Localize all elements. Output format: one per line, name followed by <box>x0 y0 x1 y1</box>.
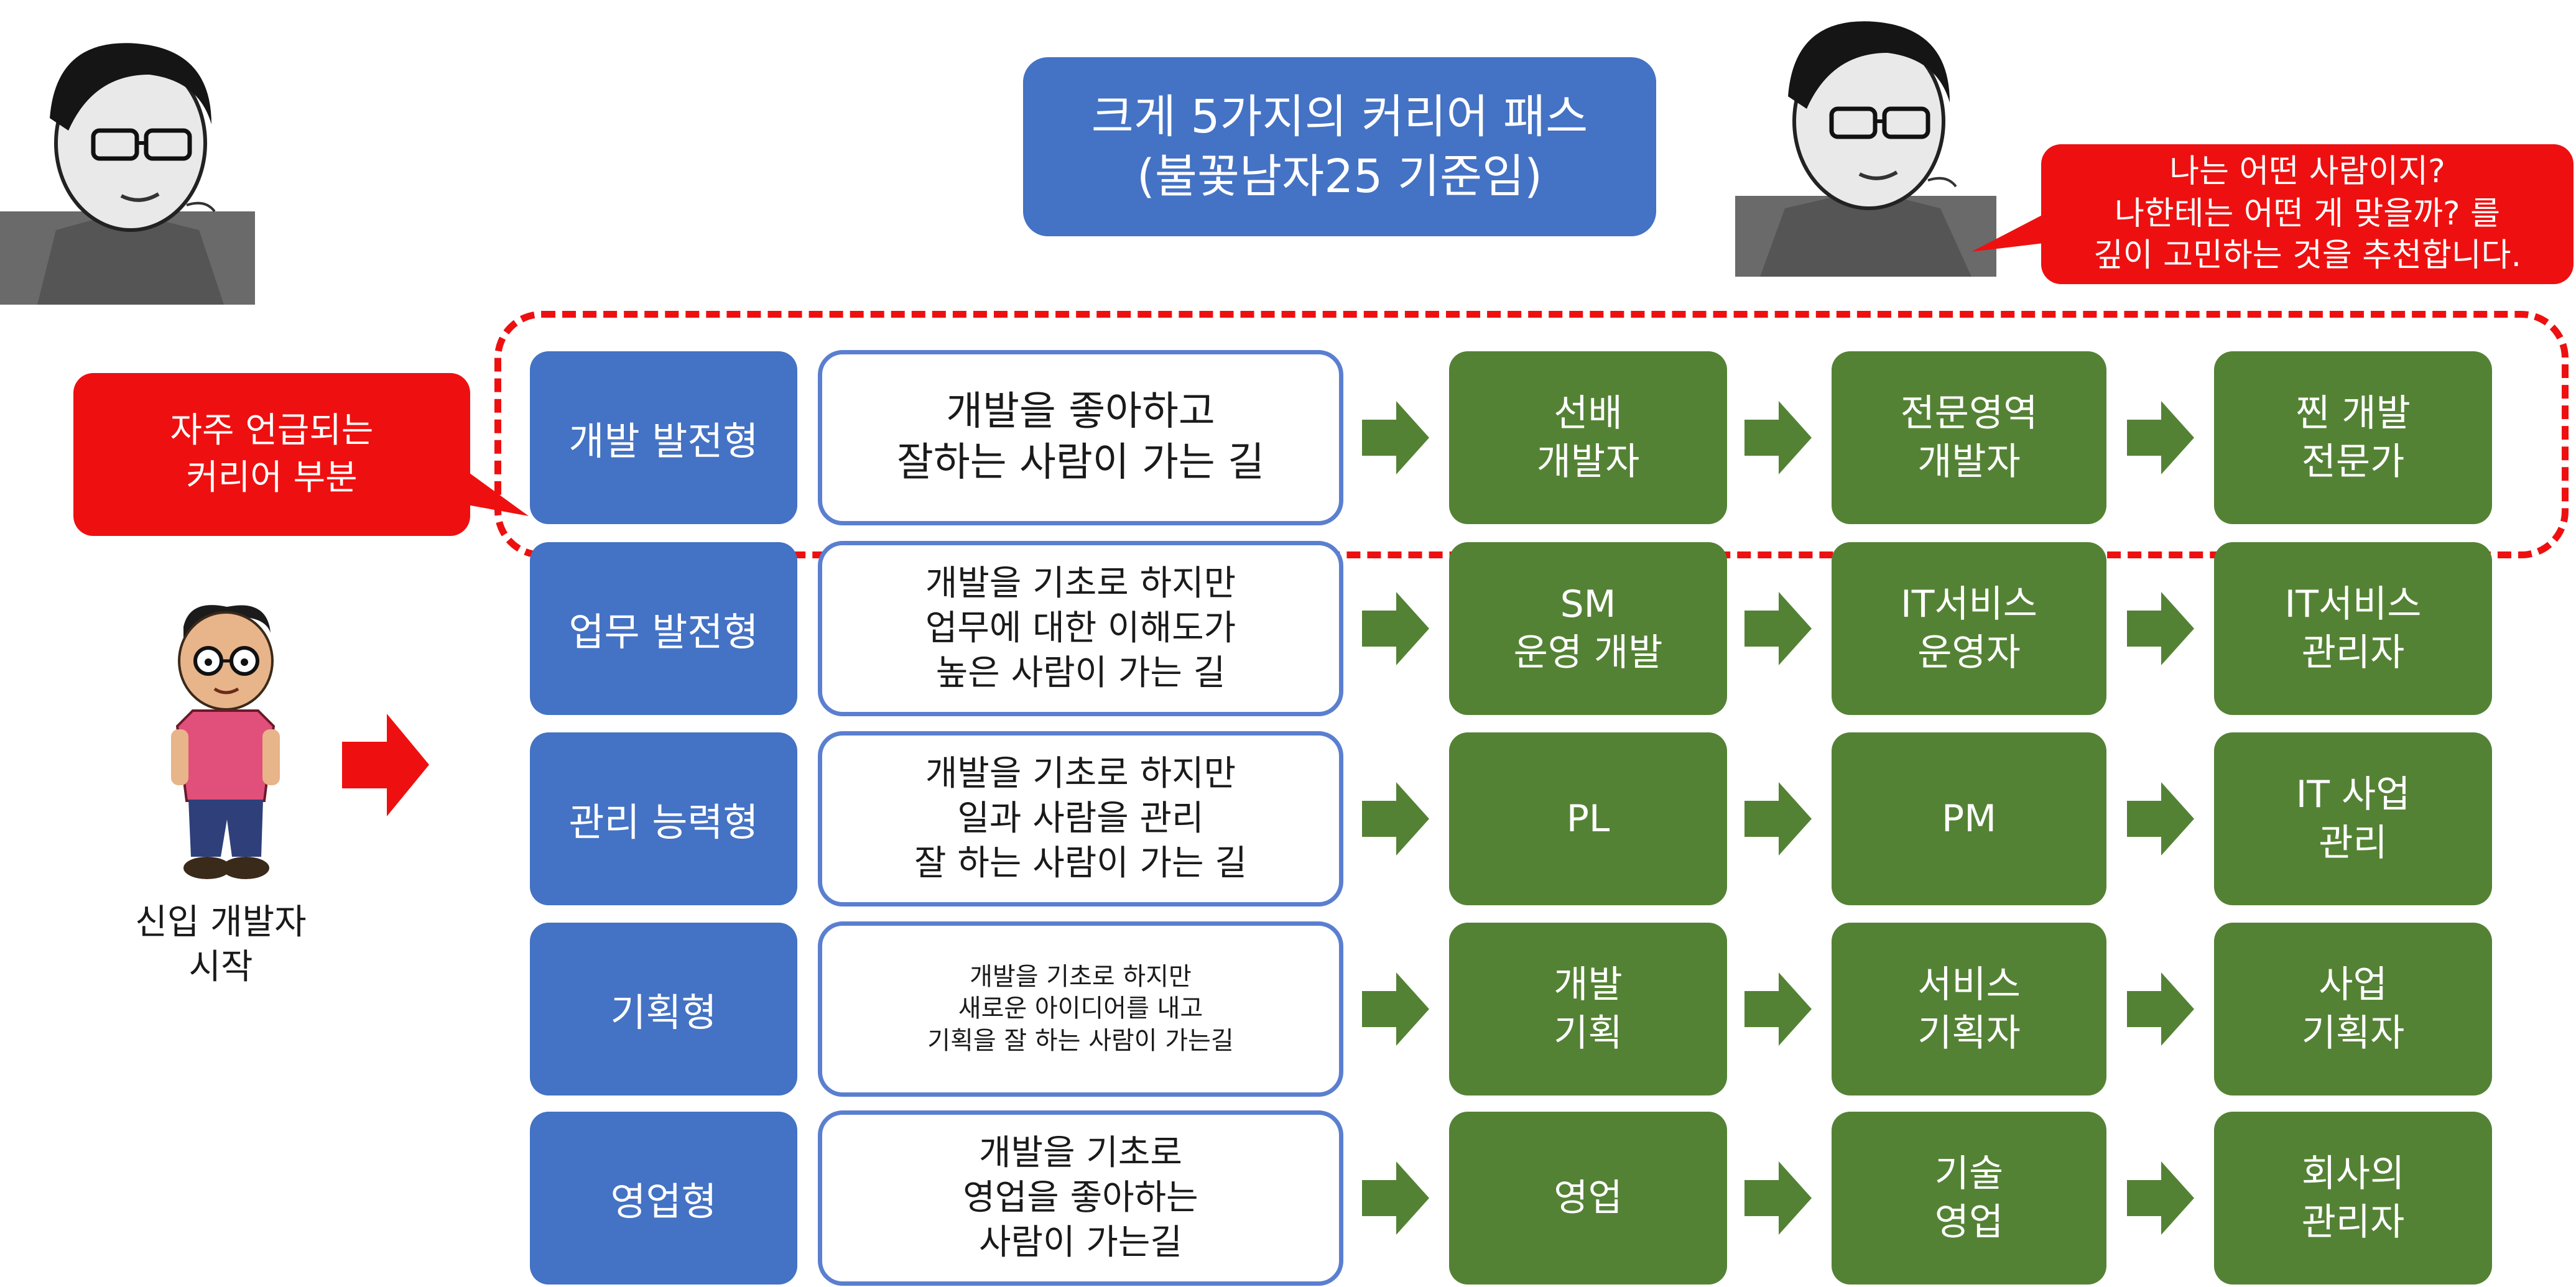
portrait-illustration-top-left <box>0 43 255 305</box>
row-desc-management: 개발을 기초로 하지만 일과 사람을 관리 잘 하는 사람이 가는 길 <box>818 731 1343 906</box>
arrow-right-icon <box>1744 401 1812 474</box>
arrow-right-icon <box>1362 1161 1429 1235</box>
stage-it-service-operator: IT서비스 운영자 <box>1832 542 2106 715</box>
stage-technical-sales: 기술 영업 <box>1832 1112 2106 1285</box>
arrow-right-icon <box>1362 972 1429 1046</box>
stage-it-service-manager: IT서비스 관리자 <box>2214 542 2492 715</box>
start-arrow-icon <box>342 714 429 816</box>
callout-advice: 나는 어떤 사람이지? 나한테는 어떤 게 맞을까? 를 깊이 고민하는 것을 … <box>2041 144 2574 284</box>
arrow-right-icon <box>2127 1161 2194 1235</box>
row-label-management: 관리 능력형 <box>530 732 797 905</box>
callout-pointer-left <box>460 466 529 516</box>
row-label-business-growth: 업무 발전형 <box>530 542 797 715</box>
arrow-right-icon <box>1744 972 1812 1046</box>
arrow-right-icon <box>1362 592 1429 665</box>
row-desc-planning: 개발을 기초로 하지만 새로운 아이디어를 내고 기획을 잘 하는 사람이 가는… <box>818 921 1343 1097</box>
arrow-right-icon <box>1744 1161 1812 1235</box>
callout-frequent-career: 자주 언급되는 커리어 부분 <box>73 373 470 536</box>
stage-sm-operations-dev: SM 운영 개발 <box>1449 542 1727 715</box>
arrow-right-icon <box>1744 592 1812 665</box>
stage-pl: PL <box>1449 732 1727 905</box>
row-desc-dev-growth: 개발을 좋아하고 잘하는 사람이 가는 길 <box>818 350 1343 525</box>
stage-specialist-developer: 전문영역 개발자 <box>1832 351 2106 524</box>
diagram-title: 크게 5가지의 커리어 패스 (불꽃남자25 기준임) <box>1023 57 1656 236</box>
new-developer-figure <box>171 605 280 879</box>
stage-it-business-management: IT 사업 관리 <box>2214 732 2492 905</box>
stage-company-manager: 회사의 관리자 <box>2214 1112 2492 1285</box>
row-label-dev-growth: 개발 발전형 <box>530 351 797 524</box>
stage-service-planner: 서비스 기획자 <box>1832 923 2106 1096</box>
start-label: 신입 개발자 시작 <box>135 902 307 987</box>
stage-sales: 영업 <box>1449 1112 1727 1285</box>
stage-business-planner: 사업 기획자 <box>2214 923 2492 1096</box>
stage-senior-developer: 선배 개발자 <box>1449 351 1727 524</box>
arrow-right-icon <box>1744 782 1812 856</box>
stage-true-dev-expert: 찐 개발 전문가 <box>2214 351 2492 524</box>
portrait-illustration-top-right <box>1735 21 1996 277</box>
row-label-planning: 기획형 <box>530 923 797 1096</box>
callout-pointer <box>1971 211 2049 252</box>
arrow-right-icon <box>2127 592 2194 665</box>
row-desc-sales: 개발을 기초로 영업을 좋아하는 사람이 가는길 <box>818 1110 1343 1286</box>
arrow-right-icon <box>1362 782 1429 856</box>
row-desc-business-growth: 개발을 기초로 하지만 업무에 대한 이해도가 높은 사람이 가는 길 <box>818 541 1343 716</box>
stage-dev-planning: 개발 기획 <box>1449 923 1727 1096</box>
arrow-right-icon <box>2127 782 2194 856</box>
row-label-sales: 영업형 <box>530 1112 797 1285</box>
arrow-right-icon <box>2127 401 2194 474</box>
arrow-right-icon <box>1362 401 1429 474</box>
stage-pm: PM <box>1832 732 2106 905</box>
arrow-right-icon <box>2127 972 2194 1046</box>
